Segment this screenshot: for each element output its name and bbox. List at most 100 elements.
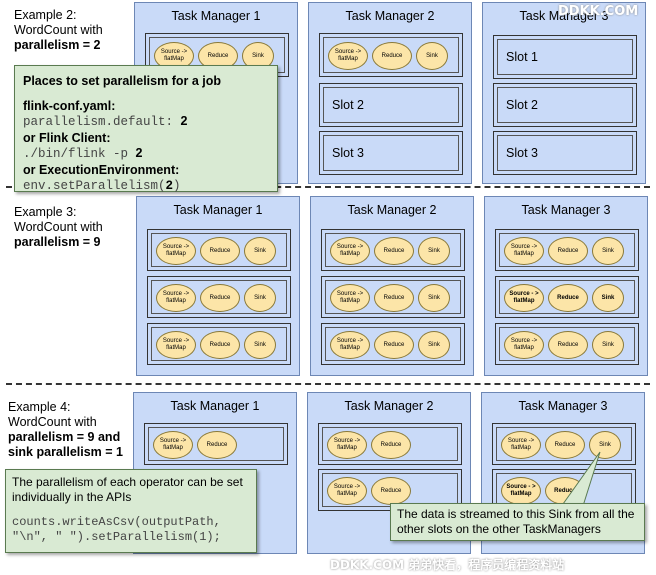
operator-sink: Sink: [244, 331, 276, 359]
operator-source-flatmap: Source -> flatMap: [501, 431, 541, 459]
sink-stream-text: The data is streamed to this Sink from a…: [397, 507, 635, 536]
operator-source-flatmap: Source -> flatMap: [504, 331, 544, 359]
watermark-top: DDKK.COM: [558, 4, 639, 19]
env-line: env.setParallelism(2): [23, 178, 269, 195]
slot: Source -> flatMap Reduce Sink: [321, 323, 465, 365]
slot: Source -> flatMap Reduce: [144, 423, 288, 465]
slot: Source -> flatMap Reduce Sink: [147, 323, 291, 365]
task-manager-title: Task Manager 1: [173, 203, 263, 217]
operator-sink: Sink: [244, 237, 276, 265]
slot: Slot 3: [493, 131, 637, 175]
operator-parallelism-callout: The parallelism of each operator can be …: [5, 469, 257, 553]
conf-label: flink-conf.yaml:: [23, 98, 116, 113]
slot: Source -> flatMap Reduce Sink: [495, 323, 639, 365]
slot-label: Slot 2: [506, 98, 538, 112]
operator-reduce: Reduce: [371, 431, 411, 459]
operator-source-flatmap: Source -> flatMap: [156, 237, 196, 265]
conf-code: parallelism.default:: [23, 115, 181, 129]
operator-sink: Sink: [416, 42, 448, 70]
slot: Source -> flatMap Reduce Sink: [319, 33, 463, 77]
slot: Source -> flatMap Reduce Sink: [147, 229, 291, 271]
operator-reduce: Reduce: [548, 331, 588, 359]
operator-reduce: Reduce: [545, 477, 585, 505]
task-manager-title: Task Manager 3: [521, 203, 611, 217]
operator-reduce: Reduce: [374, 331, 414, 359]
slot: Slot 2: [319, 83, 463, 127]
task-manager-title: Task Manager 2: [344, 399, 434, 413]
operator-reduce: Reduce: [374, 237, 414, 265]
row1-task-manager-3: Task Manager 3 Slot 1 Slot 2 Slot 3: [482, 2, 646, 184]
conf-value: 2: [180, 114, 188, 128]
callout-heading: Places to set parallelism for a job: [23, 74, 221, 88]
row2-task-manager-1: Task Manager 1 Source -> flatMap Reduce …: [136, 196, 300, 376]
operator-reduce: Reduce: [200, 237, 240, 265]
row2-task-manager-3: Task Manager 3 Source -> flatMap Reduce …: [484, 196, 648, 376]
slot: Slot 1: [493, 35, 637, 79]
operator-source-flatmap: Source -> flatMap: [330, 237, 370, 265]
task-manager-title: Task Manager 2: [345, 9, 435, 23]
slot-label: Slot 1: [506, 50, 538, 64]
row2-task-manager-2: Task Manager 2 Source -> flatMap Reduce …: [310, 196, 474, 376]
operator-sink: Sink: [589, 431, 621, 459]
operator-source-flatmap: Source - > flatMap: [501, 477, 541, 505]
operator-source-flatmap: Source -> flatMap: [330, 331, 370, 359]
client-label: or Flink Client:: [23, 130, 111, 145]
example-2-label: Example 2: WordCount with parallelism = …: [14, 8, 103, 52]
slot: Source -> flatMap Reduce Sink: [321, 229, 465, 271]
row-separator-1: [6, 186, 650, 188]
operator-sink: Sink: [418, 284, 450, 312]
row-separator-2: [6, 383, 650, 385]
slot: Source -> flatMap Reduce Sink: [492, 423, 636, 465]
operator-source-flatmap: Source -> flatMap: [327, 431, 367, 459]
operator-sink: Sink: [244, 284, 276, 312]
operator-sink: Sink: [592, 237, 624, 265]
task-manager-title: Task Manager 2: [347, 203, 437, 217]
slot: Slot 2: [493, 83, 637, 127]
operator-sink: Sink: [592, 284, 624, 312]
operator-reduce: Reduce: [372, 42, 412, 70]
client-code: ./bin/flink -p: [23, 147, 136, 161]
env-label: or ExecutionEnvironment:: [23, 162, 180, 177]
slot-label: Slot 3: [506, 146, 538, 160]
task-manager-title: Task Manager 1: [171, 9, 261, 23]
operator-source-flatmap: Source -> flatMap: [156, 331, 196, 359]
watermark-bottom: DDKK.COM 弟弟快看，程序员编程资料站: [330, 558, 565, 572]
slot: Source - > flatMap Reduce Sink: [495, 276, 639, 318]
operator-parallelism-text: The parallelism of each operator can be …: [12, 475, 243, 504]
example-4-label: Example 4: WordCount with parallelism = …: [8, 400, 123, 459]
slot: Source -> flatMap Reduce: [318, 423, 462, 465]
operator-reduce: Reduce: [200, 331, 240, 359]
operator-sink: Sink: [592, 331, 624, 359]
env-code-b: ): [173, 179, 181, 193]
slot-label: Slot 2: [332, 98, 364, 112]
operator-source-flatmap: Source -> flatMap: [156, 284, 196, 312]
operator-source-flatmap: Source -> flatMap: [153, 431, 193, 459]
parallelism-callout: Places to set parallelism for a job flin…: [14, 65, 278, 195]
task-manager-title: Task Manager 3: [519, 9, 609, 23]
conf-line: parallelism.default: 2: [23, 114, 269, 131]
slot: Source -> flatMap Reduce Sink: [495, 229, 639, 271]
operator-source-flatmap: Source -> flatMap: [328, 42, 368, 70]
operator-source-flatmap: Source -> flatMap: [330, 284, 370, 312]
client-value: 2: [135, 146, 143, 160]
operator-reduce: Reduce: [197, 431, 237, 459]
operator-parallelism-code: counts.writeAsCsv(outputPath, "\n", " ")…: [12, 515, 221, 544]
operator-source-flatmap: Source -> flatMap: [327, 477, 367, 505]
operator-reduce: Reduce: [371, 477, 411, 505]
operator-source-flatmap: Source -> flatMap: [504, 237, 544, 265]
slot: Slot 3: [319, 131, 463, 175]
env-code-a: env.setParallelism(: [23, 179, 166, 193]
task-manager-title: Task Manager 1: [170, 399, 260, 413]
client-line: ./bin/flink -p 2: [23, 146, 269, 163]
slot: Source -> flatMap Reduce Sink: [147, 276, 291, 318]
operator-reduce: Reduce: [548, 237, 588, 265]
operator-sink: Sink: [418, 237, 450, 265]
row1-task-manager-2: Task Manager 2 Source -> flatMap Reduce …: [308, 2, 472, 184]
example-3-label: Example 3: WordCount with parallelism = …: [14, 205, 103, 249]
operator-reduce: Reduce: [374, 284, 414, 312]
sink-stream-callout: The data is streamed to this Sink from a…: [390, 503, 645, 541]
slot-label: Slot 3: [332, 146, 364, 160]
env-value: 2: [165, 179, 174, 193]
operator-reduce: Reduce: [548, 284, 588, 312]
operator-reduce: Reduce: [200, 284, 240, 312]
